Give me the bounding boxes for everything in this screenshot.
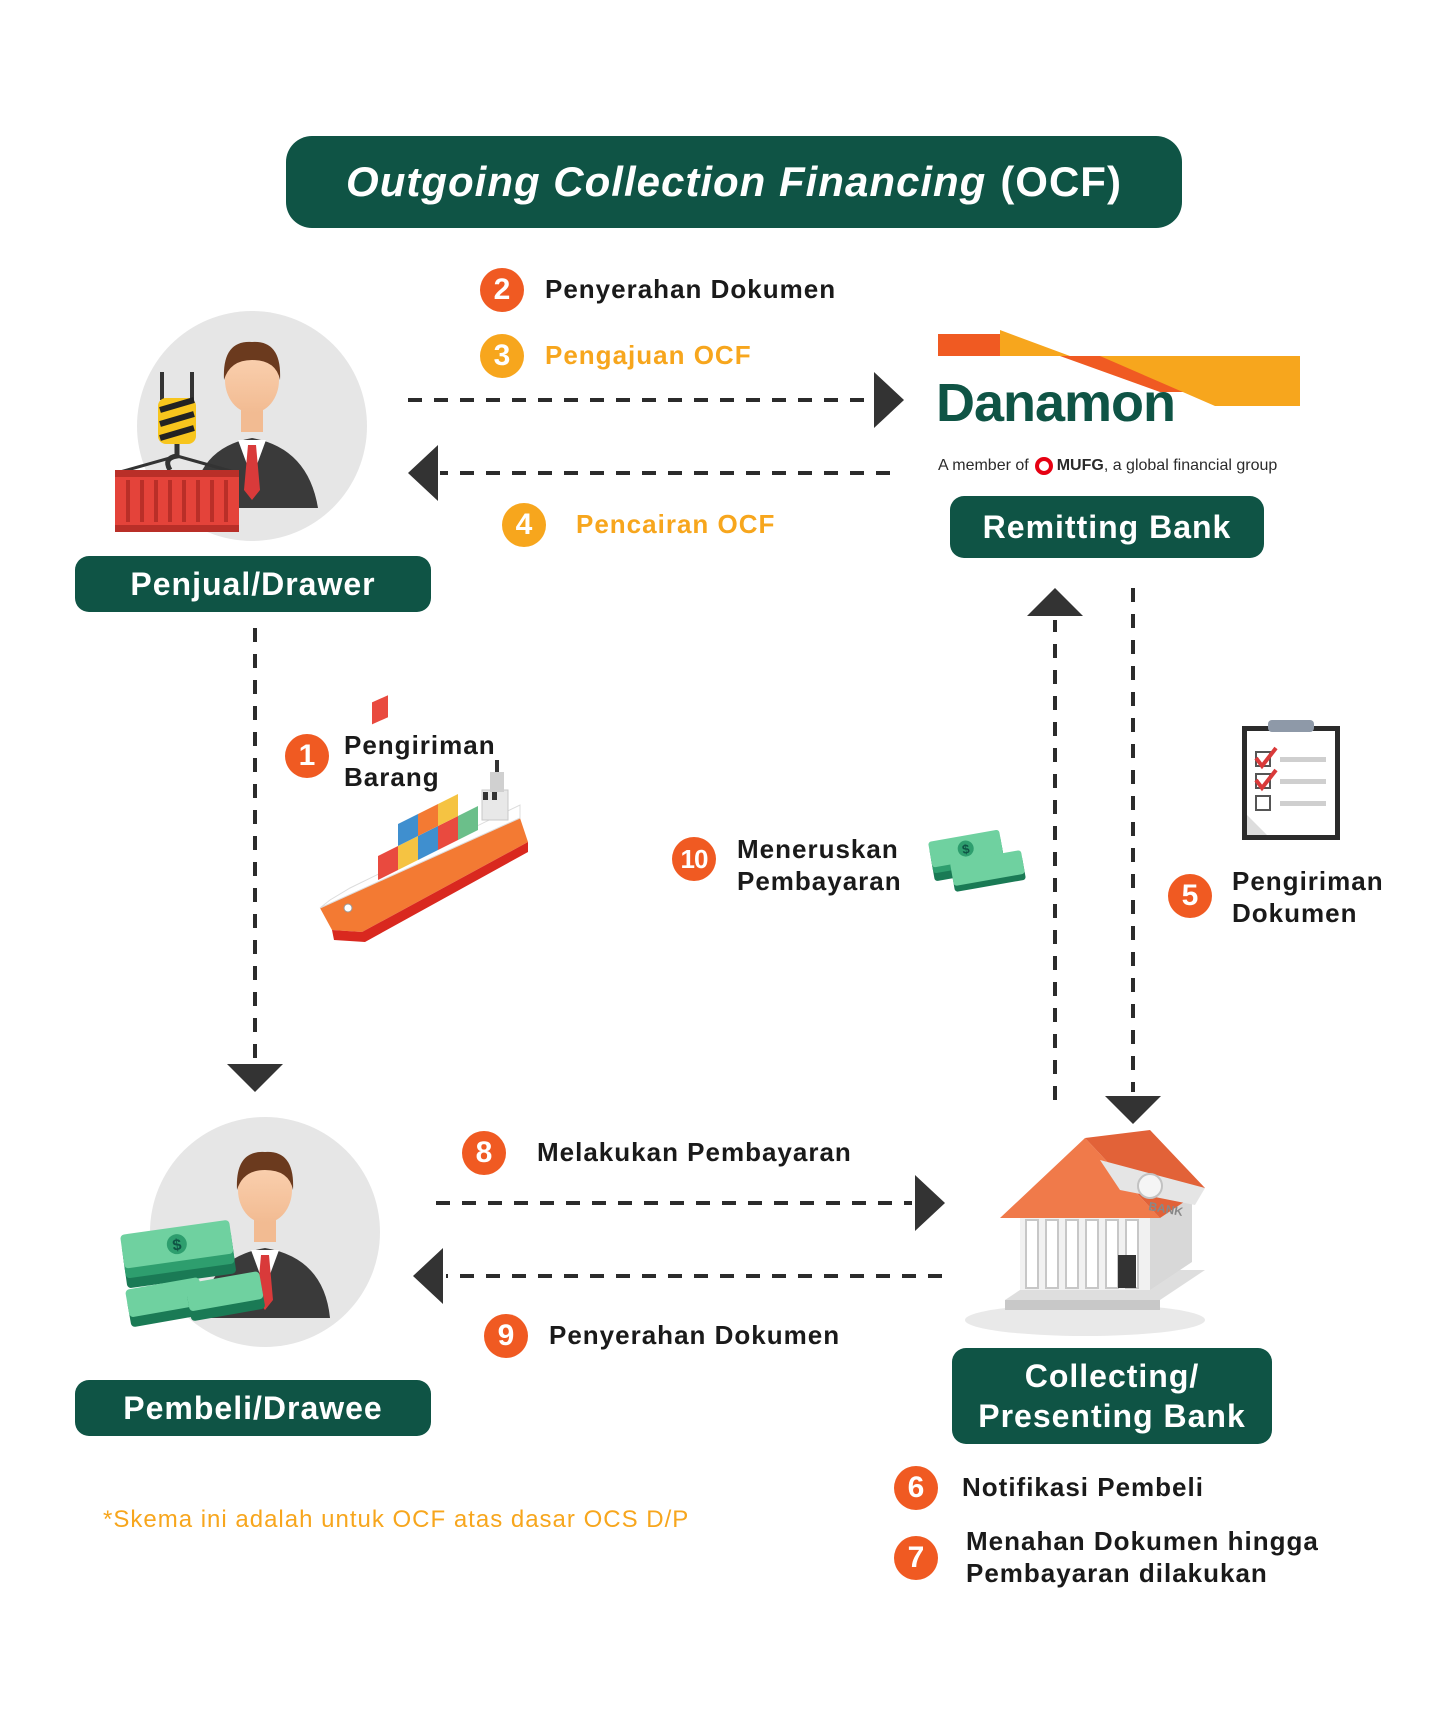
cargo-ship-icon <box>319 695 528 942</box>
step-1-line1: Pengiriman <box>344 730 496 760</box>
title-suffix: (OCF) <box>1000 158 1122 205</box>
step-8-number: 8 <box>462 1131 506 1175</box>
step-7-line1: Menahan Dokumen hingga <box>966 1526 1319 1556</box>
seller-label: Penjual/Drawer <box>75 556 431 612</box>
step-3-text: Pengajuan OCF <box>545 340 752 370</box>
buyer-label: Pembeli/Drawee <box>75 1380 431 1436</box>
danamon-logo-text: Danamon <box>936 373 1176 433</box>
businessman-with-money-icon: $ <box>120 1117 380 1347</box>
arrow-bank-to-buyer <box>413 1248 942 1304</box>
step-9-number: 9 <box>484 1314 528 1358</box>
arrow-remitting-to-collecting <box>1105 588 1161 1124</box>
step-5-line2: Dokumen <box>1232 897 1358 928</box>
step-5-line1: Pengiriman <box>1232 866 1384 896</box>
step-4-text: Pencairan OCF <box>576 509 776 539</box>
step-2-text: Penyerahan Dokumen <box>545 274 837 304</box>
step-5-number: 5 <box>1168 874 1212 918</box>
step-7-line2: Pembayaran dilakukan <box>966 1557 1268 1588</box>
mufg-logo-icon <box>1034 457 1053 475</box>
arrow-buyer-to-bank <box>436 1175 945 1231</box>
remitting-bank-label: Remitting Bank <box>950 496 1264 558</box>
step-1-text: Pengiriman Barang <box>344 730 496 793</box>
arrow-seller-to-bank <box>408 372 904 428</box>
step-1-line2: Barang <box>344 761 440 792</box>
tagline-brand: MUFG <box>1056 457 1104 474</box>
step-3-number: 3 <box>480 334 524 378</box>
step-6-text: Notifikasi Pembeli <box>962 1472 1204 1502</box>
collecting-bank-label: Collecting/ Presenting Bank <box>952 1348 1272 1444</box>
money-stack-icon: $ <box>928 829 1026 892</box>
step-10-text: Meneruskan Pembayaran <box>737 834 902 897</box>
step-6-number: 6 <box>894 1466 938 1510</box>
bank-building-icon: BANK <box>965 1130 1205 1336</box>
step-1-number: 1 <box>285 734 329 778</box>
collecting-bank-line1: Collecting/ <box>1024 1358 1200 1394</box>
step-2-number: 2 <box>480 268 524 312</box>
title-main: Outgoing Collection Financing <box>346 158 987 205</box>
step-9-text: Penyerahan Dokumen <box>549 1320 841 1350</box>
logo-tagline: A member of MUFG , a global financial gr… <box>938 457 1277 475</box>
businessman-with-container-icon <box>115 311 367 541</box>
svg-text:$: $ <box>171 1237 182 1255</box>
step-10-number: 10 <box>672 837 716 881</box>
step-5-text: Pengiriman Dokumen <box>1232 866 1384 929</box>
step-10-line1: Meneruskan <box>737 834 899 864</box>
step-10-line2: Pembayaran <box>737 865 902 896</box>
diagram-title: Outgoing Collection Financing (OCF) <box>286 136 1182 228</box>
step-7-text: Menahan Dokumen hingga Pembayaran dilaku… <box>966 1526 1319 1589</box>
arrow-collecting-to-remitting <box>1027 588 1083 1100</box>
clipboard-checklist-icon <box>1242 720 1340 840</box>
step-4-number: 4 <box>502 503 546 547</box>
bank-sign-text: BANK <box>1147 1199 1184 1219</box>
tagline-suffix: , a global financial group <box>1103 457 1278 474</box>
tagline-prefix: A member of <box>938 457 1029 474</box>
svg-text:$: $ <box>961 841 971 857</box>
collecting-bank-line2: Presenting Bank <box>978 1398 1246 1434</box>
arrow-bank-to-seller <box>408 445 890 501</box>
arrow-seller-to-buyer <box>227 628 283 1092</box>
step-7-number: 7 <box>894 1536 938 1580</box>
step-8-text: Melakukan Pembayaran <box>537 1137 852 1167</box>
footnote: *Skema ini adalah untuk OCF atas dasar O… <box>103 1506 690 1533</box>
danamon-logo-icon <box>938 330 1300 406</box>
